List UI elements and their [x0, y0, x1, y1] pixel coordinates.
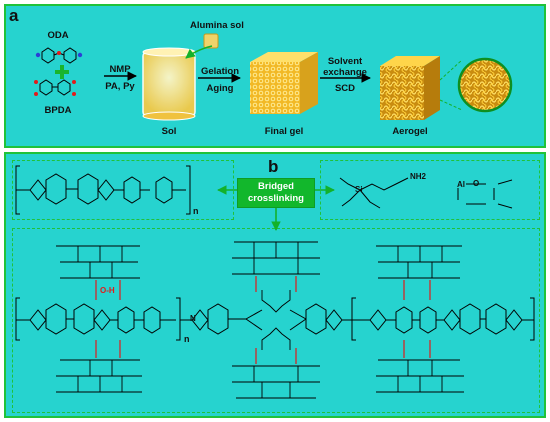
aerogel-zoom-circle: [457, 57, 513, 113]
sol-label: Sol: [161, 126, 177, 137]
alumina-cluster: [457, 179, 513, 209]
oda-molecule: [35, 47, 83, 64]
final-gel-cube: [250, 52, 318, 114]
step3-scd-label: SCD: [334, 83, 356, 94]
bridged-crosslinking-box: Bridged crosslinking: [237, 178, 315, 208]
oda-label: ODA: [47, 30, 69, 41]
imide-nitrogen-label: N: [190, 314, 196, 323]
aerogel-cube: [380, 56, 463, 120]
polyimide-repeat-unit: [15, 165, 191, 215]
sol-beaker: [142, 47, 196, 121]
step2-gelation-label: Gelation: [200, 66, 240, 77]
repeat-n-top: n: [193, 206, 199, 216]
alumina-network-frames: [56, 241, 464, 399]
bpda-label: BPDA: [44, 105, 72, 116]
alumina-sol-vial: [185, 33, 219, 59]
final-gel-label: Final gel: [264, 126, 304, 137]
silicon-label: Si: [355, 185, 363, 194]
hydroxyl-label: O-H: [100, 286, 115, 295]
repeat-n-network: n: [184, 334, 190, 344]
panel-b-letter: b: [268, 157, 279, 176]
aluminum-label: Al: [457, 180, 465, 189]
oxygen-label: O: [473, 179, 480, 188]
panel-a-letter: a: [9, 6, 19, 25]
alumina-sol-label: Alumina sol: [190, 20, 244, 31]
amine-label: NH2: [410, 172, 427, 181]
step1-solvent-label: NMP: [109, 64, 131, 75]
aminopropyl-silane: [339, 177, 409, 209]
step2-aging-label: Aging: [206, 83, 234, 94]
step1-reagent-label: PA, Py: [105, 81, 135, 92]
step3-solvent-label: Solvent: [327, 56, 363, 67]
bridged-line-2: crosslinking: [248, 193, 304, 204]
step3-exchange-label: exchange: [323, 67, 367, 78]
aerogel-label: Aerogel: [392, 126, 428, 137]
hydrogen-bonds: [95, 276, 431, 364]
network-polyimide-chain: [15, 297, 535, 341]
bridged-line-1: Bridged: [258, 181, 294, 192]
bpda-molecule: [34, 79, 76, 96]
